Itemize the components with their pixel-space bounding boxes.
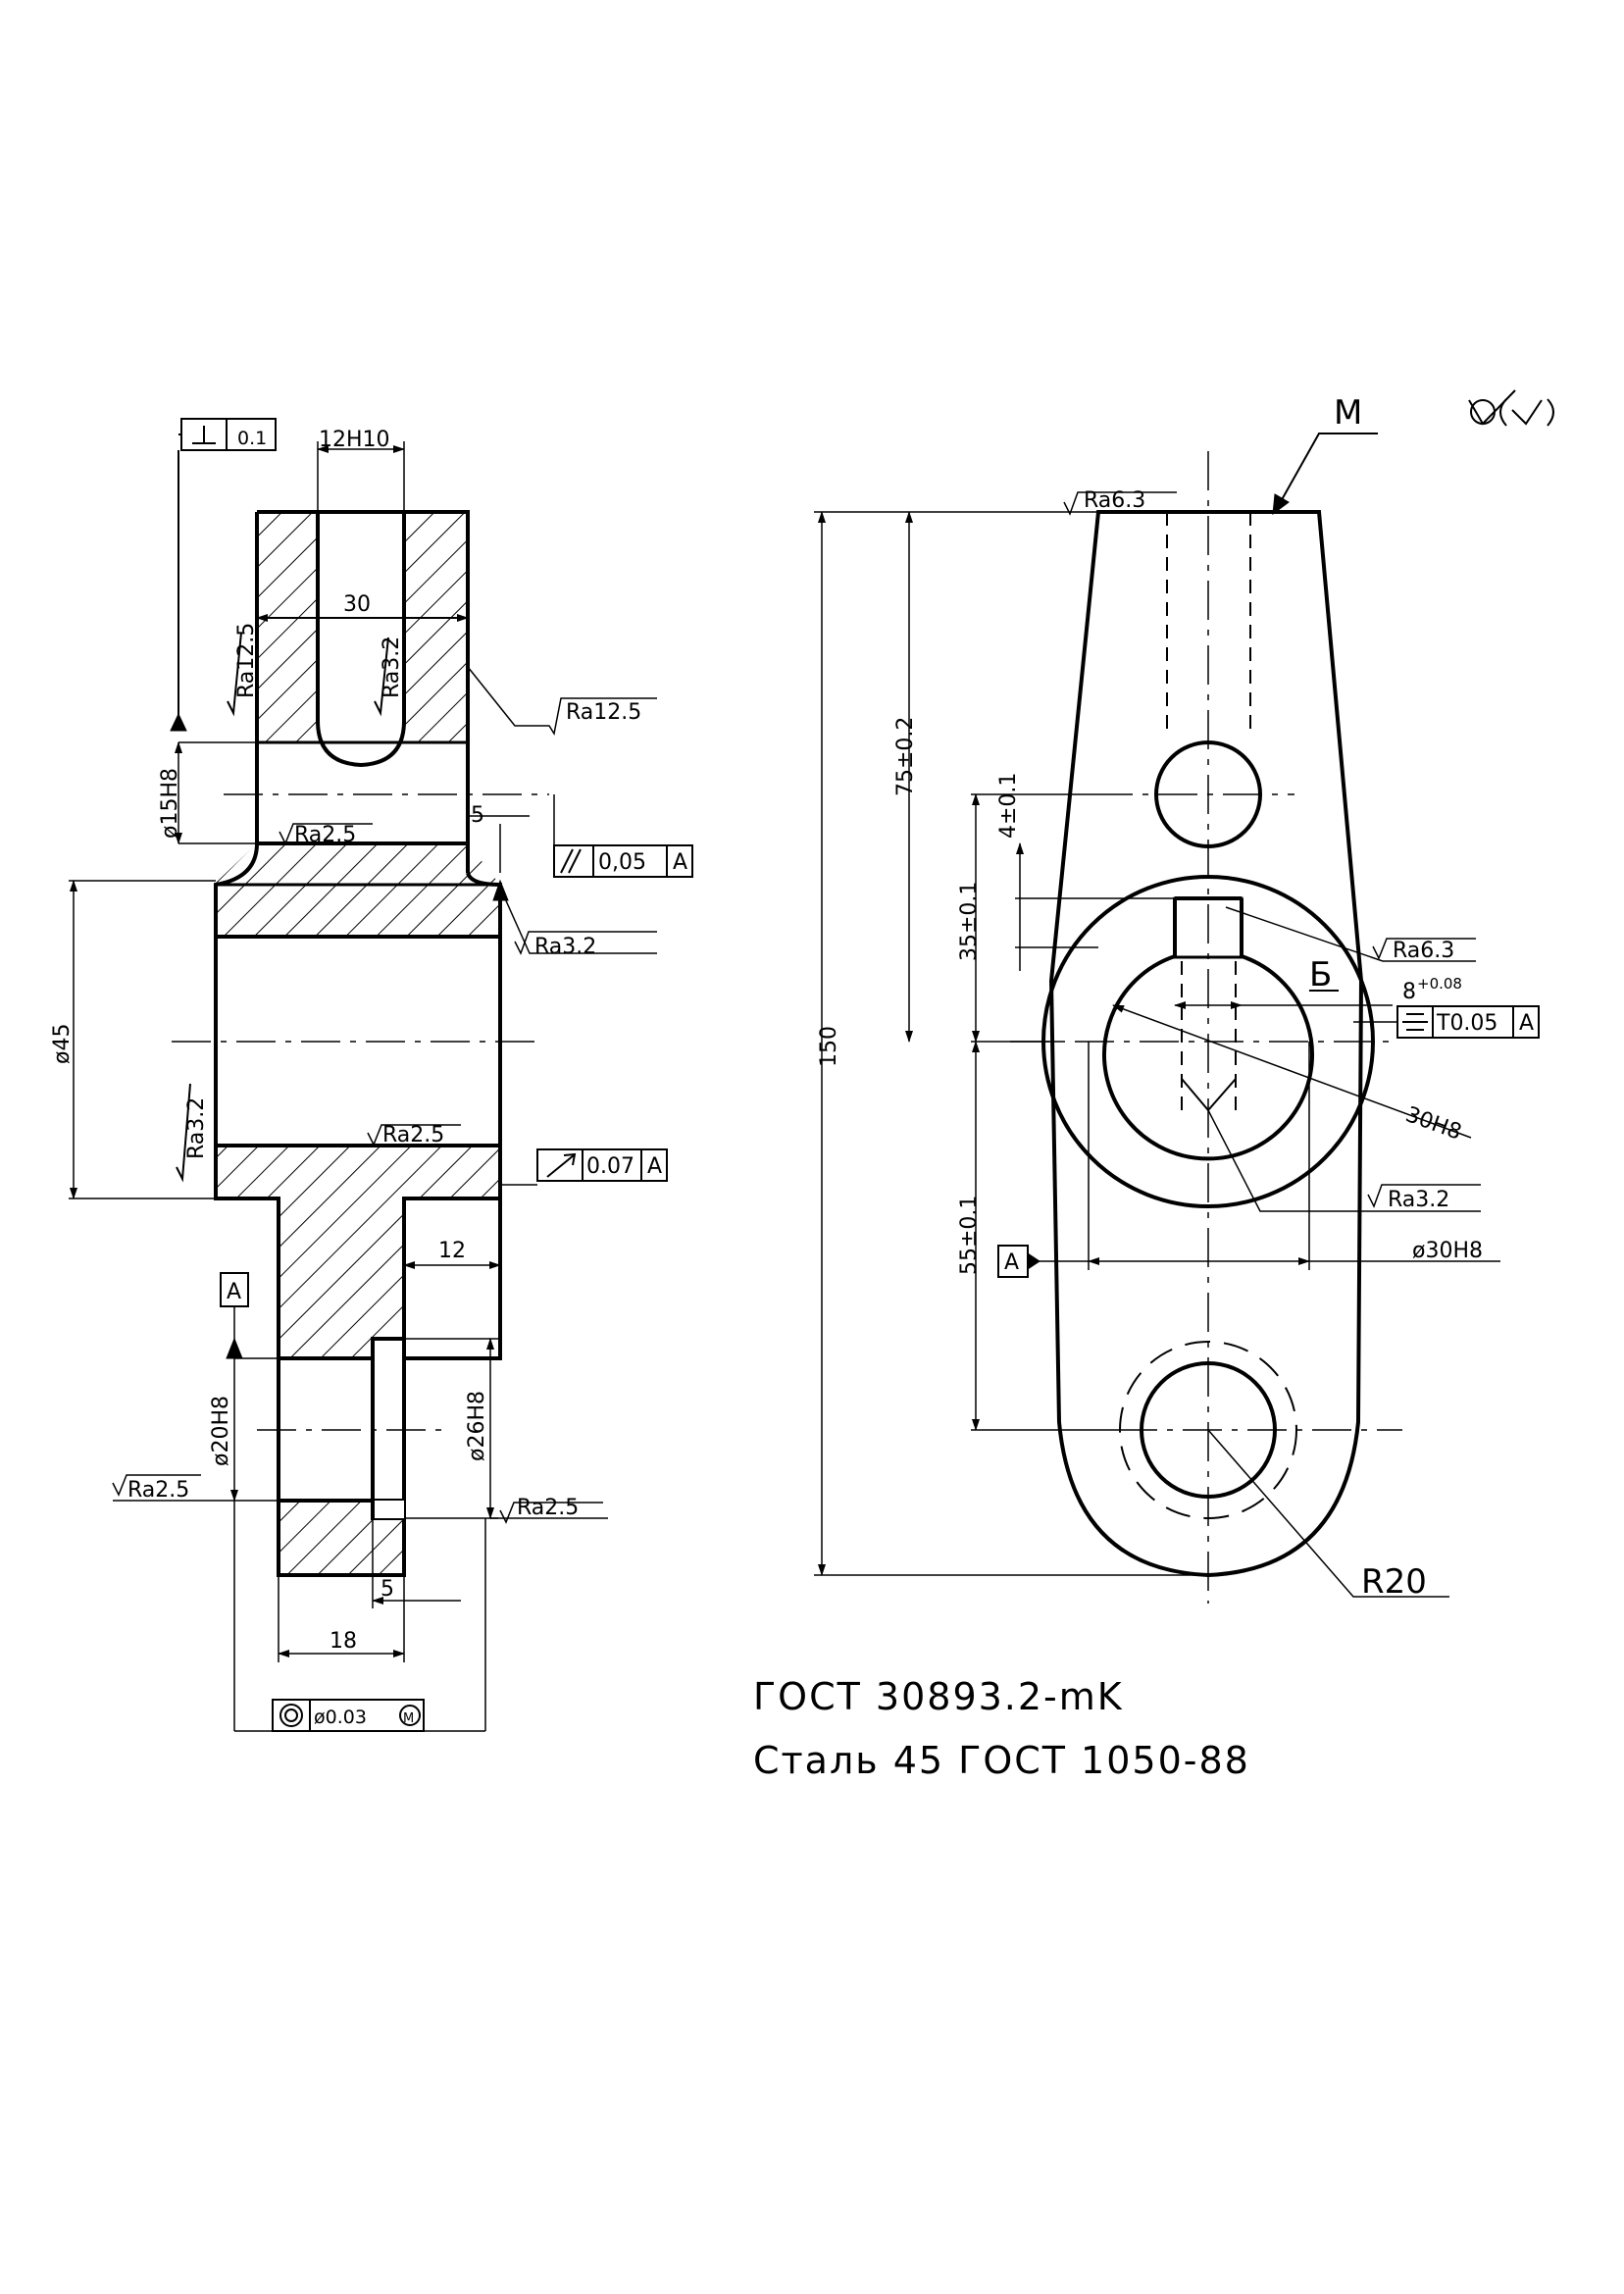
keyway-tolerance: +0.08 bbox=[1417, 975, 1462, 993]
dim-4: 4±0.1 bbox=[996, 773, 1021, 839]
dim-150: 150 bbox=[817, 1026, 841, 1067]
runout-tolerance-value: 0.07 bbox=[586, 1154, 634, 1179]
rough-flange-right: Ra3.2 bbox=[534, 935, 596, 959]
sym-datum: A bbox=[1519, 1011, 1534, 1036]
notes-block: ГОСТ 30893.2-mK Сталь 45 ГОСТ 1050-88 bbox=[753, 1675, 1250, 1782]
dim-5-bottom: 5 bbox=[381, 1577, 394, 1602]
parallel-tolerance-value: 0,05 bbox=[598, 850, 646, 875]
coax-modifier-m: M bbox=[403, 1711, 414, 1726]
left-section-view bbox=[69, 418, 693, 1732]
rough-shoulder-top: Ra2.5 bbox=[294, 823, 356, 847]
runout-datum: A bbox=[647, 1154, 662, 1179]
rough-outer-right: Ra12.5 bbox=[566, 700, 641, 725]
right-view-labels: M Ra6.3 150 75±0.2 4±0.1 35±0.1 55±0.1 R… bbox=[817, 393, 1534, 1602]
left-view-labels: 0.1 12H10 30 Ra12.5 Ra3.2 Ra12.5 ø15H8 R… bbox=[50, 428, 687, 1728]
perp-tolerance-value: 0.1 bbox=[237, 428, 267, 449]
dim-35: 35±0.1 bbox=[957, 882, 982, 961]
dim-75: 75±0.2 bbox=[893, 717, 918, 796]
width-30-dim: 30 bbox=[343, 592, 371, 617]
dia-20-dim: ø20H8 bbox=[209, 1396, 233, 1466]
rough-bore-bottom: Ra2.5 bbox=[382, 1123, 444, 1147]
dia-45-dim: ø45 bbox=[50, 1024, 75, 1064]
datum-a-label: A bbox=[227, 1280, 241, 1304]
rough-bore: Ra3.2 bbox=[1388, 1188, 1449, 1212]
letter-m: M bbox=[1334, 393, 1362, 433]
right-lever-view bbox=[814, 389, 1554, 1604]
rough-slot-right: Ra3.2 bbox=[380, 637, 404, 698]
rough-left-bottom: Ra2.5 bbox=[127, 1478, 189, 1503]
rough-top: Ra6.3 bbox=[1084, 488, 1145, 513]
note-material: Сталь 45 ГОСТ 1050-88 bbox=[753, 1739, 1250, 1782]
keyway-width: 8 bbox=[1402, 980, 1416, 1004]
letter-b: Б bbox=[1309, 955, 1332, 994]
rough-slot-left: Ra12.5 bbox=[234, 623, 259, 698]
radius-r20: R20 bbox=[1361, 1562, 1427, 1602]
slot-width-dim: 12H10 bbox=[319, 428, 390, 452]
rough-keyway: Ra6.3 bbox=[1393, 939, 1454, 963]
dim-18: 18 bbox=[330, 1629, 357, 1654]
datum-a-right: A bbox=[1004, 1250, 1019, 1275]
dim-5-top: 5 bbox=[471, 803, 484, 828]
dia-30-label: ø30H8 bbox=[1412, 1239, 1483, 1263]
note-tolerance-standard: ГОСТ 30893.2-mK bbox=[753, 1675, 1124, 1718]
rough-bore-left: Ra3.2 bbox=[184, 1097, 209, 1159]
dia-15-dim: ø15H8 bbox=[158, 768, 182, 839]
parallel-datum: A bbox=[673, 850, 687, 875]
rough-right-bottom: Ra2.5 bbox=[517, 1496, 579, 1520]
dim-55: 55±0.1 bbox=[957, 1196, 982, 1275]
bore-30-label: 30H8 bbox=[1402, 1102, 1465, 1146]
coax-tolerance-value: ø0.03 bbox=[314, 1707, 367, 1728]
sym-tolerance-value: T0.05 bbox=[1436, 1011, 1497, 1036]
dim-12: 12 bbox=[438, 1239, 466, 1263]
dia-26-dim: ø26H8 bbox=[465, 1391, 489, 1461]
